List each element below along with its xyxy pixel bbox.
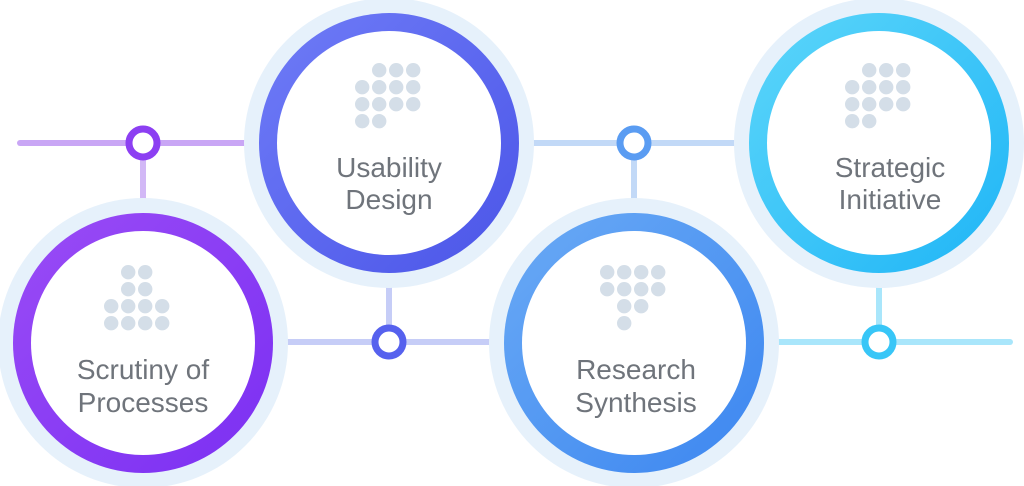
step-label-line1: Scrutiny of <box>77 354 209 385</box>
icon-dot <box>845 97 860 112</box>
dot-grid-icon <box>104 265 170 331</box>
icon-dot <box>862 97 877 112</box>
node-indigo <box>371 324 407 360</box>
icon-dot <box>372 97 387 112</box>
node-cyan <box>861 324 897 360</box>
icon-dot <box>389 80 404 95</box>
step-label-line1: Usability <box>336 152 442 183</box>
dot-grid-icon <box>355 63 421 129</box>
step-label-line2: Synthesis <box>575 387 696 418</box>
icon-dot <box>355 114 370 129</box>
icon-dot <box>355 97 370 112</box>
icon-dot <box>389 63 404 78</box>
icon-dot <box>879 63 894 78</box>
icon-dot <box>634 282 649 297</box>
icon-dot <box>600 265 615 280</box>
step-scrutiny: Scrutiny of Processes <box>13 213 273 473</box>
icon-dot <box>879 97 894 112</box>
icon-dot <box>862 114 877 129</box>
icon-dot <box>355 80 370 95</box>
node-blue <box>616 125 652 161</box>
icon-dot <box>121 316 136 331</box>
icon-dot <box>155 299 170 314</box>
icon-dot <box>372 80 387 95</box>
step-label-line2: Design <box>345 184 432 215</box>
icon-dot <box>896 80 911 95</box>
icon-dot <box>617 316 632 331</box>
icon-dot <box>896 97 911 112</box>
step-usability: Usability Design <box>259 13 519 273</box>
icon-dot <box>372 63 387 78</box>
icon-dot <box>600 282 615 297</box>
step-face <box>277 31 501 255</box>
step-research: Research Synthesis <box>504 213 764 473</box>
icon-dot <box>372 114 387 129</box>
dot-grid-icon <box>845 63 911 129</box>
icon-dot <box>104 299 119 314</box>
icon-dot <box>617 299 632 314</box>
icon-dot <box>121 282 136 297</box>
step-label-line1: Strategic <box>835 152 946 183</box>
icon-dot <box>104 316 119 331</box>
icon-dot <box>845 80 860 95</box>
step-label-line1: Research <box>576 354 696 385</box>
icon-dot <box>155 316 170 331</box>
icon-dot <box>651 265 666 280</box>
step-label-line2: Initiative <box>839 184 942 215</box>
icon-dot <box>389 97 404 112</box>
icon-dot <box>406 63 421 78</box>
icon-dot <box>406 80 421 95</box>
icon-dot <box>138 282 153 297</box>
icon-dot <box>406 97 421 112</box>
icon-dot <box>138 316 153 331</box>
step-face <box>767 31 991 255</box>
icon-dot <box>896 63 911 78</box>
dot-grid-icon <box>600 265 666 331</box>
icon-dot <box>138 265 153 280</box>
node-purple <box>125 125 161 161</box>
step-face <box>31 231 255 455</box>
icon-dot <box>651 282 666 297</box>
icon-dot <box>121 265 136 280</box>
icon-dot <box>121 299 136 314</box>
step-face <box>522 231 746 455</box>
icon-dot <box>617 265 632 280</box>
icon-dot <box>845 114 860 129</box>
step-strategic: Strategic Initiative <box>749 13 1009 273</box>
icon-dot <box>862 80 877 95</box>
step-label-line2: Processes <box>78 387 209 418</box>
icon-dot <box>138 299 153 314</box>
icon-dot <box>862 63 877 78</box>
icon-dot <box>617 282 632 297</box>
connector-nodes <box>125 125 897 360</box>
icon-dot <box>634 299 649 314</box>
icon-dot <box>634 265 649 280</box>
icon-dot <box>879 80 894 95</box>
